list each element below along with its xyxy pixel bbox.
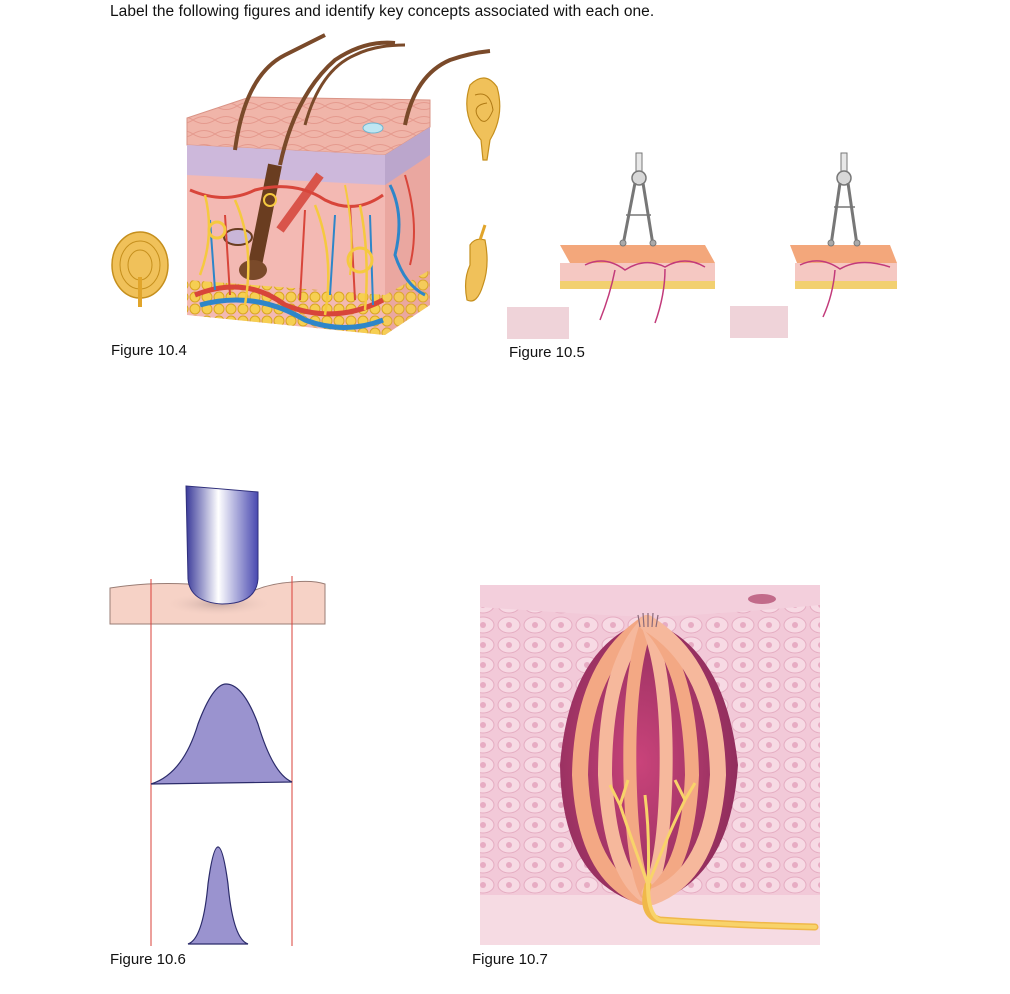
caliper-wide [619,152,657,247]
skin-block-narrow [790,245,897,318]
figure-10-6-caption: Figure 10.6 [110,951,186,968]
bulbous-ending-right-lower [464,224,488,302]
figure-10-4-skin-illustration [111,33,501,335]
label-blank-right [730,306,788,338]
figure-10-5-calipers-illustration [507,152,897,339]
caliper-narrow [827,152,861,247]
figure-10-7-taste-bud-illustration [480,585,820,945]
figure-10-6-receptive-field-illustration [109,485,326,946]
bulbous-corpuscle-right [466,77,501,161]
figure-10-4-caption: Figure 10.4 [111,342,187,359]
skin-block-wide [560,245,715,324]
figure-10-7-caption: Figure 10.7 [472,951,548,968]
label-blank-left [507,307,569,339]
lamellated-corpuscle-left [111,231,169,307]
figure-10-5-caption: Figure 10.5 [509,344,585,361]
instruction-text: Label the following figures and identify… [110,3,655,20]
